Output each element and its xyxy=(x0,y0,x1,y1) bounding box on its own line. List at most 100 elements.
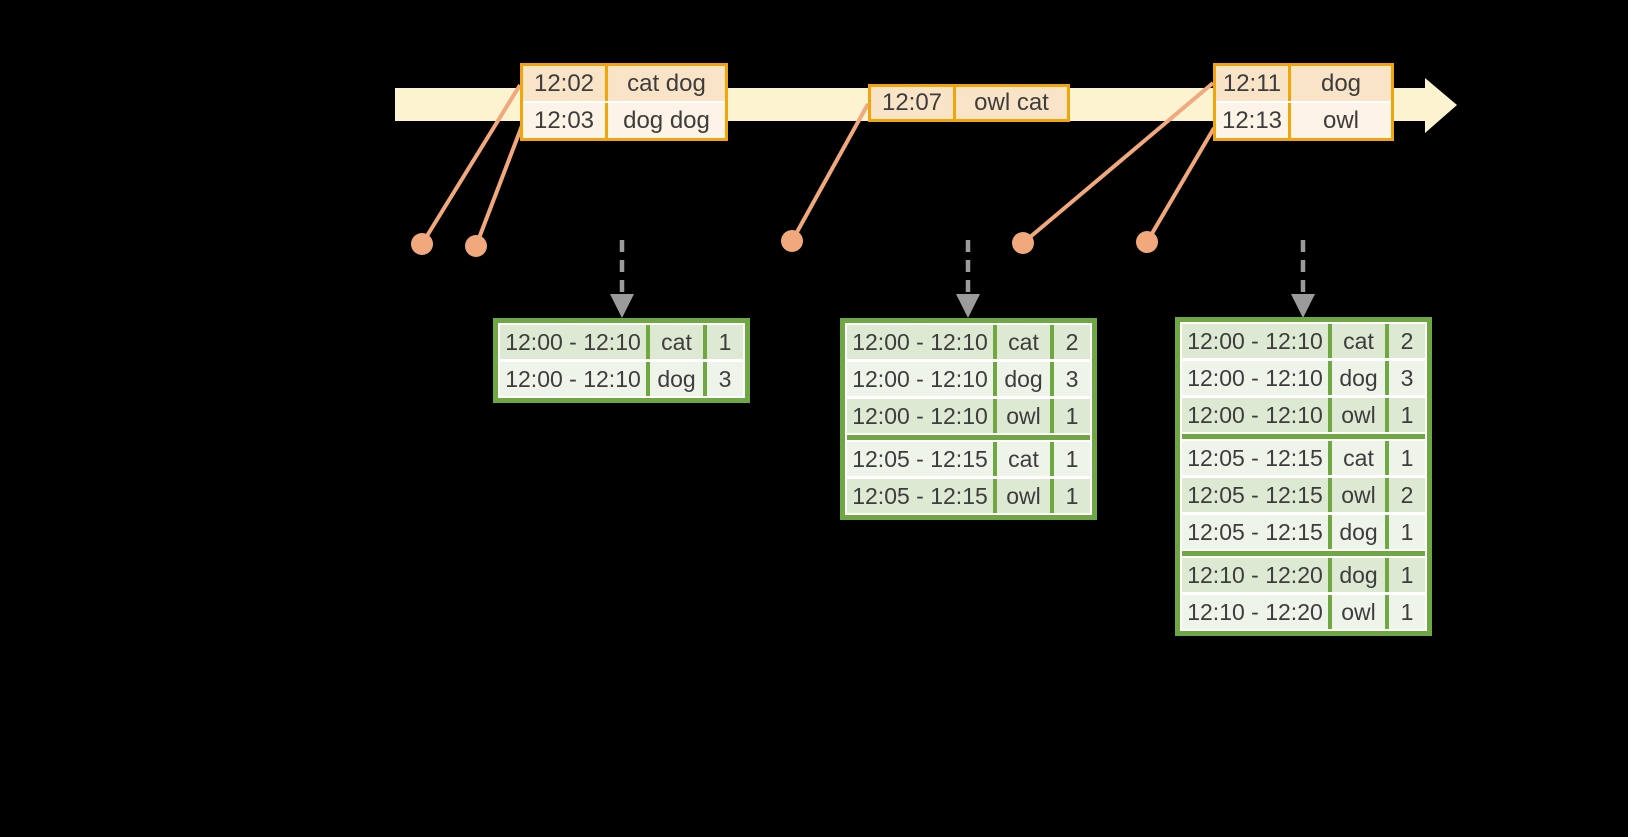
window-cell: 12:00 - 12:10 xyxy=(1182,398,1328,432)
count-cell: 1 xyxy=(1389,558,1425,592)
trigger-arrows xyxy=(619,240,1306,297)
row-separator xyxy=(847,476,1090,479)
word-cell: dog xyxy=(997,362,1050,396)
count-cell: 3 xyxy=(1054,362,1090,396)
window-cell: 12:00 - 12:10 xyxy=(500,362,646,396)
window-cell: 12:00 - 12:10 xyxy=(847,325,993,359)
result-row: 12:10 - 12:20 dog 1 xyxy=(1182,558,1425,592)
count-cell: 1 xyxy=(1054,442,1090,476)
row-separator xyxy=(847,359,1090,362)
timeline-arrowhead-icon xyxy=(1425,78,1457,133)
result-row: 12:00 - 12:10 cat 2 xyxy=(1182,324,1425,358)
result-row: 12:05 - 12:15 owl 2 xyxy=(1182,478,1425,512)
word-cell: cat xyxy=(997,325,1050,359)
event-words-cell: dog xyxy=(1291,66,1391,101)
connector-line xyxy=(420,83,522,246)
event-table-2: 12:07 owl cat xyxy=(868,84,1070,122)
event-time-cell: 12:13 xyxy=(1216,103,1288,138)
count-cell: 3 xyxy=(707,362,743,396)
window-cell: 12:10 - 12:20 xyxy=(1182,558,1328,592)
event-words-cell: dog dog xyxy=(608,103,725,138)
result-row: 12:00 - 12:10 dog 3 xyxy=(1182,361,1425,395)
window-group-separator xyxy=(847,433,1090,442)
event-words-cell: cat dog xyxy=(608,66,725,101)
word-cell: dog xyxy=(650,362,703,396)
count-cell: 1 xyxy=(1054,479,1090,513)
row-separator xyxy=(500,359,743,362)
result-row: 12:00 - 12:10 owl 1 xyxy=(1182,398,1425,432)
event-words-cell: owl xyxy=(1291,103,1391,138)
count-cell: 2 xyxy=(1054,325,1090,359)
event-dot xyxy=(1136,231,1158,253)
count-cell: 3 xyxy=(1389,361,1425,395)
word-cell: dog xyxy=(1332,558,1385,592)
word-cell: owl xyxy=(1332,595,1385,629)
row-separator xyxy=(1182,395,1425,398)
result-row: 12:00 - 12:10 dog 3 xyxy=(847,362,1090,396)
event-row: 12:11 dog xyxy=(1216,66,1391,101)
count-cell: 2 xyxy=(1389,478,1425,512)
count-cell: 1 xyxy=(1389,595,1425,629)
word-cell: cat xyxy=(997,442,1050,476)
window-cell: 12:05 - 12:15 xyxy=(847,479,993,513)
result-row: 12:05 - 12:15 dog 1 xyxy=(1182,515,1425,549)
connector-line xyxy=(1145,126,1216,244)
window-cell: 12:05 - 12:15 xyxy=(1182,478,1328,512)
count-cell: 1 xyxy=(1054,399,1090,433)
down-arrowhead-icon xyxy=(956,294,980,318)
event-row: 12:03 dog dog xyxy=(523,103,725,138)
event-row: 12:02 cat dog xyxy=(523,66,725,101)
count-cell: 1 xyxy=(1389,398,1425,432)
trigger-arrowheads xyxy=(610,294,1315,318)
result-row: 12:00 - 12:10 cat 2 xyxy=(847,325,1090,359)
word-cell: dog xyxy=(1332,515,1385,549)
window-cell: 12:00 - 12:10 xyxy=(1182,361,1328,395)
count-cell: 1 xyxy=(707,325,743,359)
window-group-separator xyxy=(1182,549,1425,558)
event-table-3: 12:11 dog 12:13 owl xyxy=(1213,63,1394,141)
row-separator xyxy=(1182,512,1425,515)
event-dot xyxy=(781,230,803,252)
window-cell: 12:05 - 12:15 xyxy=(847,442,993,476)
word-cell: owl xyxy=(997,479,1050,513)
word-cell: cat xyxy=(1332,441,1385,475)
window-cell: 12:00 - 12:10 xyxy=(500,325,646,359)
down-arrowhead-icon xyxy=(1291,294,1315,318)
word-cell: cat xyxy=(650,325,703,359)
window-cell: 12:00 - 12:10 xyxy=(847,399,993,433)
event-connector-lines xyxy=(420,81,1216,247)
result-row: 12:10 - 12:20 owl 1 xyxy=(1182,595,1425,629)
down-arrowhead-icon xyxy=(610,294,634,318)
event-table-1: 12:02 cat dog 12:03 dog dog xyxy=(520,63,728,141)
word-cell: dog xyxy=(1332,361,1385,395)
event-dot xyxy=(465,235,487,257)
event-time-cell: 12:11 xyxy=(1216,66,1288,101)
count-cell: 1 xyxy=(1389,515,1425,549)
event-time-cell: 12:03 xyxy=(523,103,605,138)
word-cell: owl xyxy=(1332,398,1385,432)
word-cell: cat xyxy=(1332,324,1385,358)
event-words-cell: owl cat xyxy=(956,87,1067,119)
event-dot xyxy=(1012,232,1034,254)
window-cell: 12:05 - 12:15 xyxy=(1182,441,1328,475)
row-separator xyxy=(1182,592,1425,595)
result-table-2: 12:00 - 12:10 cat 2 12:00 - 12:10 dog 3 … xyxy=(840,318,1097,520)
result-row: 12:00 - 12:10 dog 3 xyxy=(500,362,743,396)
result-table-1: 12:00 - 12:10 cat 1 12:00 - 12:10 dog 3 xyxy=(493,318,750,403)
event-dot xyxy=(411,233,433,255)
result-row: 12:05 - 12:15 cat 1 xyxy=(1182,441,1425,475)
window-group-separator xyxy=(1182,432,1425,441)
result-row: 12:00 - 12:10 cat 1 xyxy=(500,325,743,359)
event-time-cell: 12:07 xyxy=(871,87,953,119)
result-row: 12:05 - 12:15 owl 1 xyxy=(847,479,1090,513)
row-separator xyxy=(1182,475,1425,478)
event-row: 12:13 owl xyxy=(1216,103,1391,138)
connector-line xyxy=(790,103,870,242)
connector-line xyxy=(1021,81,1215,245)
row-separator xyxy=(847,396,1090,399)
result-row: 12:00 - 12:10 owl 1 xyxy=(847,399,1090,433)
word-cell: owl xyxy=(1332,478,1385,512)
event-row: 12:07 owl cat xyxy=(871,87,1067,119)
connector-line xyxy=(474,122,525,247)
